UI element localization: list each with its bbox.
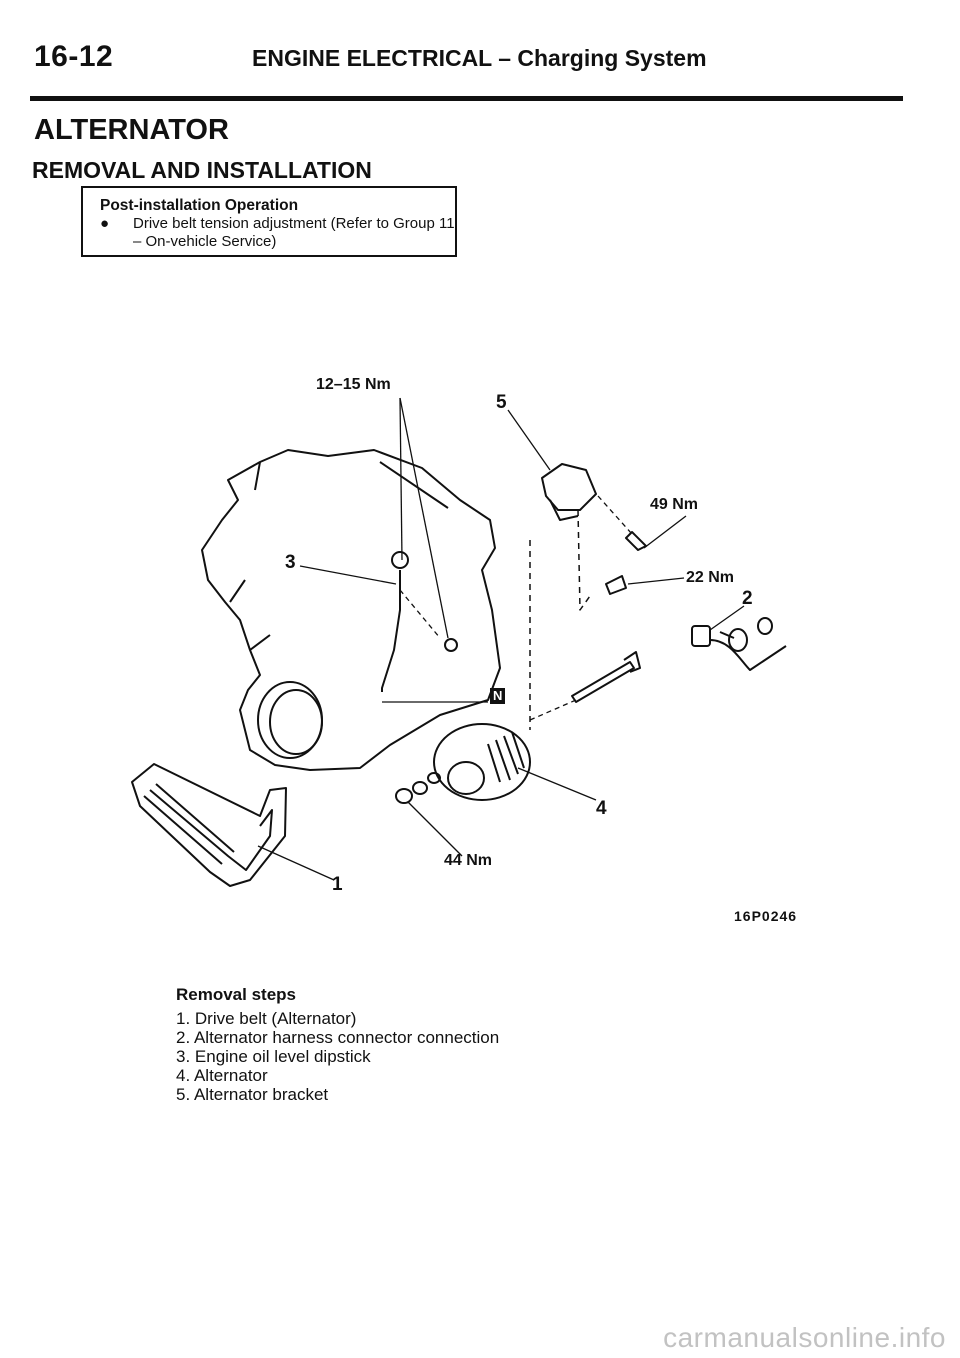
section-title: ALTERNATOR xyxy=(34,114,229,146)
bracket-foot xyxy=(549,499,579,521)
bullet-icon: ● xyxy=(100,215,110,232)
harness-connector xyxy=(691,625,711,647)
note-heading: Post-installation Operation xyxy=(100,197,299,214)
leader-4 xyxy=(517,767,597,801)
page-header-title: ENGINE ELECTRICAL – Charging System xyxy=(252,45,707,71)
removal-step: 2. Alternator harness connector connecti… xyxy=(176,1028,500,1047)
engine-block-inner xyxy=(229,461,449,651)
part-number-4: 4 xyxy=(596,798,607,819)
removal-steps-heading: Removal steps xyxy=(176,985,296,1004)
drive-belt-rib xyxy=(143,795,223,865)
exploded-view-drawing xyxy=(131,397,787,887)
note-item-continued: – On-vehicle Service) xyxy=(100,233,455,251)
leader-2 xyxy=(709,605,745,631)
subsection-title: REMOVAL AND INSTALLATION xyxy=(32,157,372,183)
leader-1 xyxy=(257,845,335,881)
note-line-2: – On-vehicle Service) xyxy=(133,233,277,250)
alternator-fins xyxy=(487,731,525,783)
leader-12-15nm xyxy=(399,397,449,639)
note-line-1: Drive belt tension adjustment (Refer to … xyxy=(133,215,455,232)
leader-22nm xyxy=(627,577,685,585)
bracket-dash-line xyxy=(529,509,591,730)
part-number-1: 1 xyxy=(332,874,343,895)
label-torque-22nm: 22 Nm xyxy=(686,569,735,586)
washer xyxy=(427,772,441,784)
note-item: ● Drive belt tension adjustment (Refer t… xyxy=(100,215,455,233)
dipstick-handle xyxy=(391,551,409,569)
n-symbol-icon: N xyxy=(490,688,506,704)
bolt-49nm xyxy=(625,531,647,551)
drive-belt-inner xyxy=(149,789,273,871)
part-number-5: 5 xyxy=(496,392,507,413)
bolt-22nm xyxy=(605,575,627,595)
label-torque-49nm: 49 Nm xyxy=(650,496,699,513)
removal-step: 3. Engine oil level dipstick xyxy=(176,1047,371,1066)
removal-step: 5. Alternator bracket xyxy=(176,1085,329,1104)
leader-49nm xyxy=(643,515,687,549)
washer xyxy=(412,781,428,795)
harness-ring xyxy=(757,617,773,635)
long-through-bolt xyxy=(571,661,635,703)
long-bolt-head xyxy=(623,651,641,673)
crank-pulley-face xyxy=(269,689,323,755)
leader-alt-dash xyxy=(529,699,577,721)
label-torque-44nm: 44 Nm xyxy=(444,852,493,869)
label-torque-12-15nm: 12–15 Nm xyxy=(316,376,391,393)
part-number-3: 3 xyxy=(285,552,296,573)
page-number: 16-12 xyxy=(34,40,114,73)
part-number-2: 2 xyxy=(742,588,753,609)
figure-code: 16P0246 xyxy=(734,908,798,924)
removal-step: 1. Drive belt (Alternator) xyxy=(176,1009,357,1028)
engine-block-outline xyxy=(201,449,501,771)
leader-44nm xyxy=(407,801,463,857)
removal-steps: Removal steps 1. Drive belt (Alternator)… xyxy=(176,985,499,1104)
leader-3-dash xyxy=(399,589,441,639)
drive-belt xyxy=(131,763,287,887)
drive-belt-rib xyxy=(155,783,235,853)
leader-5 xyxy=(507,409,551,471)
alternator-bracket xyxy=(541,463,597,511)
removal-step: 4. Alternator xyxy=(176,1066,268,1085)
leader-12-15nm-secondary xyxy=(399,397,403,561)
header-rule xyxy=(30,96,903,101)
dipstick-bolt xyxy=(444,638,458,652)
leader-49nm-dash xyxy=(597,495,633,535)
leader-3 xyxy=(299,565,397,585)
alternator-pulley xyxy=(447,761,485,795)
alternator-body xyxy=(433,723,531,801)
harness-terminal xyxy=(728,628,748,652)
washer xyxy=(395,788,413,804)
watermark: carmanualsonline.info xyxy=(663,1322,946,1353)
post-installation-note: Post-installation Operation ● Drive belt… xyxy=(81,186,457,257)
harness-wire xyxy=(709,631,787,671)
dipstick xyxy=(381,570,401,692)
alternator-diagram: 12–15 Nm 5 49 Nm 3 22 Nm 2 N 4 44 Nm 1 1… xyxy=(110,370,830,930)
